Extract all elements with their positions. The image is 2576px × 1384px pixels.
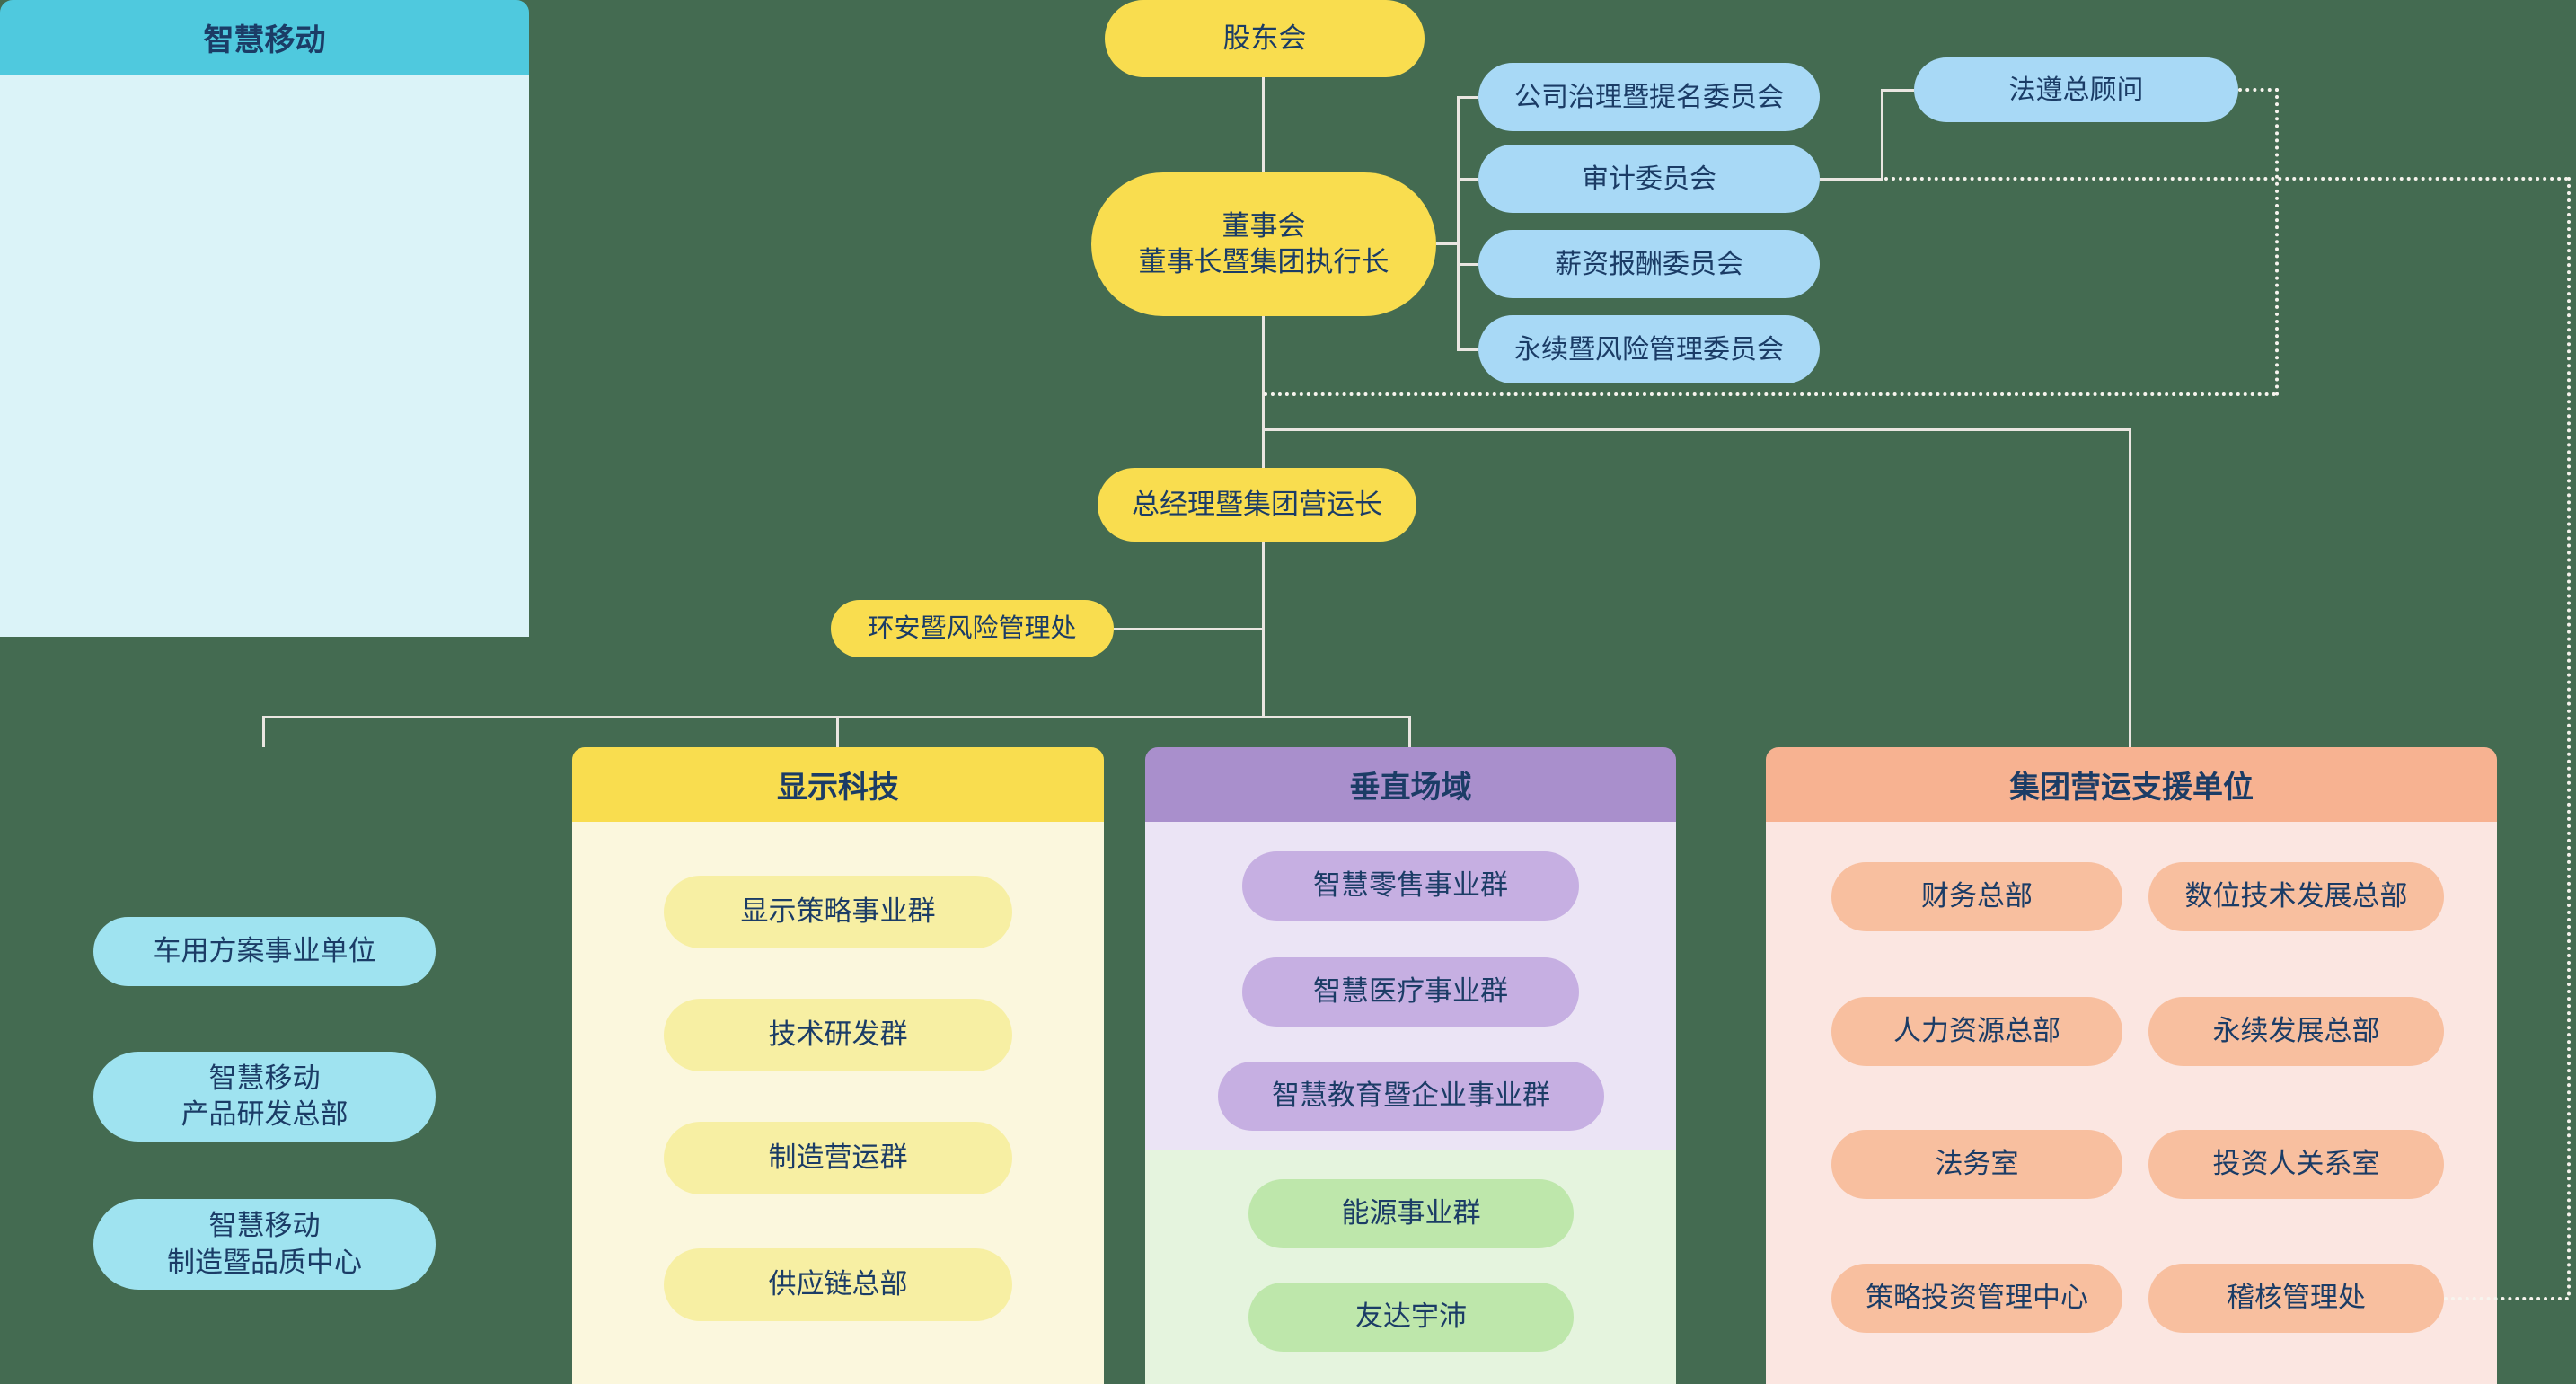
connector-committee-stub-2 xyxy=(1457,178,1478,181)
node-shareholders: 股东会 xyxy=(1105,0,1425,77)
node-auo-envirotech: 友达宇沛 xyxy=(1248,1283,1574,1352)
connector-board-bracket-stub xyxy=(1436,242,1460,245)
dotted-compliance-to-trunk xyxy=(1264,392,2277,396)
connector-shareholders-board xyxy=(1262,77,1265,172)
node-legal-office: 法务室 xyxy=(1831,1130,2122,1199)
connector-board-coo xyxy=(1262,316,1265,468)
node-supply-chain-hq: 供应链总部 xyxy=(664,1248,1012,1321)
connector-committee-stub-3 xyxy=(1457,263,1478,266)
connector-ehs-trunk xyxy=(1114,628,1263,630)
node-energy-bg: 能源事业群 xyxy=(1248,1179,1574,1248)
connector-committee-stub-1 xyxy=(1457,96,1478,99)
column-corporate-support-header: 集团营运支援单位 xyxy=(1766,747,2497,822)
column-smart-mobility: 智慧移动 xyxy=(0,0,529,637)
connector-audit-elbow-v xyxy=(1881,89,1883,181)
connector-drop-col3 xyxy=(1408,716,1411,747)
dotted-audit-right xyxy=(1884,177,2569,181)
node-digital-tech-hq: 数位技术发展总部 xyxy=(2148,862,2444,931)
dotted-compliance-down xyxy=(2275,88,2279,396)
connector-drop-col2 xyxy=(836,716,839,747)
node-hr-hq: 人力资源总部 xyxy=(1831,997,2122,1066)
node-smart-retail-bg: 智慧零售事业群 xyxy=(1242,851,1579,921)
node-committee-sustainability-risk: 永续暨风险管理委员会 xyxy=(1478,315,1820,383)
column-display-technology-header: 显示科技 xyxy=(572,747,1104,822)
node-ehs-risk-division: 环安暨风险管理处 xyxy=(831,600,1114,657)
connector-elbow-compliance xyxy=(1881,89,1914,92)
node-board-of-directors: 董事会 董事长暨集团执行长 xyxy=(1091,172,1436,316)
node-chief-compliance-counsel: 法遵总顾问 xyxy=(1914,57,2238,122)
column-title: 垂直场域 xyxy=(1349,770,1472,806)
node-strategic-investment-center: 策略投资管理中心 xyxy=(1831,1264,2122,1333)
node-automotive-solutions: 车用方案事业单位 xyxy=(93,917,436,986)
node-smart-education-enterprise-bg: 智慧教育暨企业事业群 xyxy=(1218,1062,1604,1131)
node-committee-governance: 公司治理暨提名委员会 xyxy=(1478,63,1820,131)
node-display-strategy-bg: 显示策略事业群 xyxy=(664,876,1012,948)
node-investor-relations: 投资人关系室 xyxy=(2148,1130,2444,1199)
connector-drop-col1 xyxy=(262,716,265,747)
node-mfg-ops-group: 制造营运群 xyxy=(664,1122,1012,1194)
connector-committee-stub-4 xyxy=(1457,348,1478,351)
node-sm-mfg-quality: 智慧移动 制造暨品质中心 xyxy=(93,1199,436,1290)
node-audit-office: 稽核管理处 xyxy=(2148,1264,2444,1333)
column-smart-mobility-body xyxy=(0,75,529,637)
connector-col4-branch-h xyxy=(1262,428,2131,431)
dotted-compliance-out xyxy=(2238,88,2279,92)
connector-col4-branch-v xyxy=(2129,428,2131,747)
dotted-to-audit-office xyxy=(2444,1297,2569,1300)
node-committee-compensation: 薪资报酬委员会 xyxy=(1478,230,1820,298)
node-president-coo: 总经理暨集团营运长 xyxy=(1098,468,1416,542)
dotted-right-edge xyxy=(2567,177,2571,1297)
node-sustainability-hq: 永续发展总部 xyxy=(2148,997,2444,1066)
connector-coo-trunk xyxy=(1262,542,1265,718)
node-smart-medical-bg: 智慧医疗事业群 xyxy=(1242,957,1579,1027)
node-sm-product-rd: 智慧移动 产品研发总部 xyxy=(93,1052,436,1142)
node-committee-audit: 审计委员会 xyxy=(1478,145,1820,213)
column-smart-mobility-header: 智慧移动 xyxy=(0,0,529,75)
node-finance-hq: 财务总部 xyxy=(1831,862,2122,931)
column-title: 智慧移动 xyxy=(203,22,326,58)
column-title: 集团营运支援单位 xyxy=(2009,770,2254,806)
node-tech-rd-group: 技术研发群 xyxy=(664,999,1012,1071)
column-vertical-solutions-header: 垂直场域 xyxy=(1145,747,1676,822)
column-title: 显示科技 xyxy=(777,770,899,806)
connector-audit-elbow-h xyxy=(1820,178,1883,181)
connector-committee-bracket xyxy=(1457,96,1460,350)
